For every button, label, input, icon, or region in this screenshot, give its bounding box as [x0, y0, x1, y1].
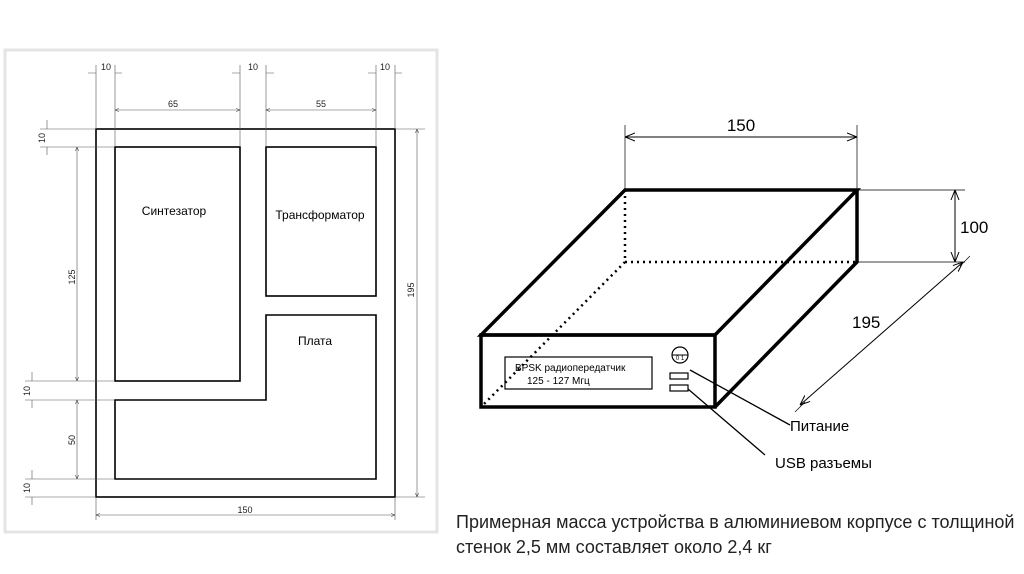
- hidden-edges: [480, 190, 857, 408]
- enclosure-outline: [95, 128, 396, 498]
- label-transformer: Трансформатор: [275, 208, 365, 222]
- dim-box-height: 100: [960, 218, 988, 237]
- dim-box-depth: 195: [852, 313, 880, 332]
- label-board: Плата: [298, 334, 332, 348]
- display-line-2: 125 - 127 Мгц: [527, 376, 590, 387]
- dim-top-left-gap: 10: [101, 62, 111, 72]
- box-side: [713, 190, 859, 409]
- dim-box-width: 150: [727, 116, 755, 135]
- power-switch-label: 0 1: [676, 356, 685, 362]
- label-synth: Синтезатор: [142, 204, 207, 218]
- box-drawing: [476, 125, 971, 456]
- synth-block: [114, 146, 241, 382]
- dim-transformer-width: 55: [316, 99, 326, 109]
- dim-left-top-gap: 10: [37, 133, 47, 143]
- dim-total-height: 195: [406, 282, 416, 297]
- transformer-block: [265, 146, 377, 297]
- usb-label: USB разъемы: [775, 455, 872, 472]
- dim-left-mid-gap: 10: [22, 386, 32, 396]
- dim-left-bottom-gap: 10: [22, 483, 32, 493]
- layout-panel: [3, 48, 439, 534]
- power-label: Питание: [790, 418, 849, 435]
- dim-top-mid-gap: 10: [248, 62, 258, 72]
- display-panel: [504, 356, 653, 390]
- box-front: [479, 333, 717, 409]
- dim-board-height: 50: [67, 435, 77, 445]
- dim-synth-height: 125: [67, 269, 77, 284]
- caption: Примерная масса устройства в алюминиевом…: [456, 512, 1015, 557]
- usb-port-1: [669, 372, 689, 380]
- dimension-lines: [25, 65, 425, 520]
- display-line-1: BPSK радиопередатчик: [515, 363, 626, 374]
- dim-top-right-gap: 10: [380, 62, 390, 72]
- dim-synth-width: 65: [168, 99, 178, 109]
- leader-lines: [687, 369, 791, 456]
- dim-total-width: 150: [237, 505, 252, 515]
- usb-port-2: [669, 384, 689, 392]
